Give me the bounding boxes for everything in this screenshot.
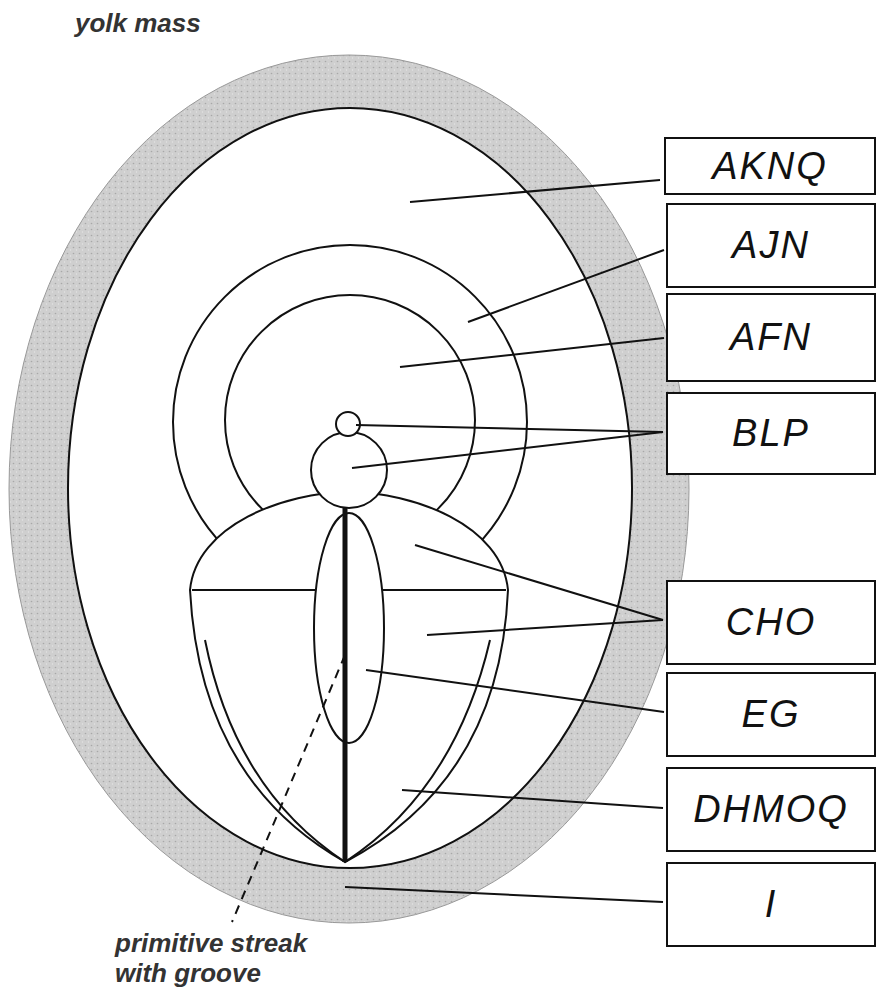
leader-line	[427, 620, 663, 635]
leader-line	[410, 180, 660, 202]
label-box: CHO	[666, 580, 876, 665]
inner-area	[68, 108, 632, 868]
leader-line	[400, 338, 664, 367]
label-box: EG	[666, 672, 876, 757]
code-letters: AJN	[732, 224, 810, 267]
embryo-body	[190, 492, 508, 862]
outer-ring	[9, 55, 689, 923]
primitive-streak	[343, 508, 348, 862]
leader-line	[415, 545, 663, 620]
label-box: AJN	[666, 203, 876, 288]
dashed-pointer	[232, 655, 345, 922]
inner-circle	[225, 295, 475, 545]
label-box: AKNQ	[664, 137, 876, 195]
code-letters: I	[765, 883, 778, 926]
code-letters: BLP	[732, 412, 810, 455]
code-letters: DHMOQ	[693, 788, 849, 831]
leader-line	[345, 887, 663, 902]
part-label: primitive streak with groove	[115, 928, 355, 988]
leader-line	[352, 432, 663, 468]
leader-line	[468, 250, 664, 322]
code-letters: AFN	[730, 316, 812, 359]
code-letters: EG	[742, 693, 801, 736]
leader-line	[366, 670, 664, 712]
label-box: AFN	[666, 293, 876, 382]
label-box: DHMOQ	[666, 767, 876, 852]
neural-plate	[314, 513, 384, 743]
leader-line	[356, 425, 663, 432]
label-box: I	[666, 862, 876, 947]
leader-lines	[345, 180, 664, 902]
small-circle	[336, 412, 360, 436]
code-letters: AKNQ	[712, 145, 828, 188]
head-circle	[311, 432, 387, 508]
code-letters: CHO	[726, 601, 816, 644]
part-label: yolk mass	[75, 8, 375, 38]
leader-line	[402, 790, 663, 808]
label-box: BLP	[666, 392, 876, 475]
